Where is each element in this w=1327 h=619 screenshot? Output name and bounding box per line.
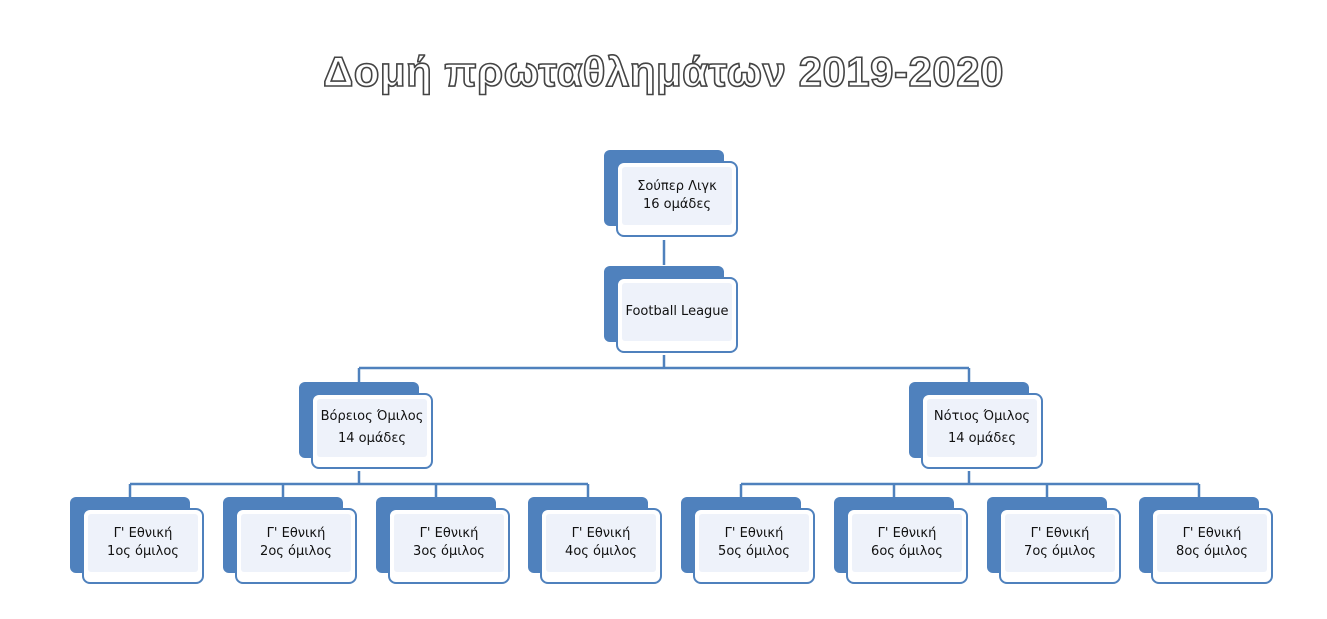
node-group-1-league: Γ' Εθνική [113, 526, 173, 541]
node-group-6-number: 6ος όμιλος [871, 544, 943, 559]
node-label: Γ' Εθνική 8ος όμιλος [1157, 514, 1267, 572]
node-group-8-number: 8ος όμιλος [1176, 544, 1248, 559]
node-box: Γ' Εθνική 3ος όμιλος [388, 508, 510, 584]
node-box: Βόρειος Όμιλος 14 ομάδες [311, 393, 433, 469]
node-group-2-number: 2ος όμιλος [260, 544, 332, 559]
node-label: Γ' Εθνική 6ος όμιλος [852, 514, 962, 572]
node-box: Γ' Εθνική 4ος όμιλος [540, 508, 662, 584]
node-north-teams: 14 ομάδες [337, 431, 407, 446]
node-group-4-number: 4ος όμιλος [565, 544, 637, 559]
node-box: Γ' Εθνική 2ος όμιλος [235, 508, 357, 584]
node-label: Γ' Εθνική 7ος όμιλος [1005, 514, 1115, 572]
node-superleague-name: Σούπερ Λιγκ [637, 179, 717, 194]
node-label: Γ' Εθνική 3ος όμιλος [394, 514, 504, 572]
node-football-league-name: Football League [625, 304, 729, 319]
node-box: Γ' Εθνική 6ος όμιλος [846, 508, 968, 584]
node-box: Γ' Εθνική 8ος όμιλος [1151, 508, 1273, 584]
node-label: Σούπερ Λιγκ 16 ομάδες [622, 167, 732, 225]
node-superleague-teams: 16 ομάδες [642, 197, 712, 212]
node-label: Γ' Εθνική 1ος όμιλος [88, 514, 198, 572]
node-group-3-league: Γ' Εθνική [419, 526, 479, 541]
node-label: Γ' Εθνική 4ος όμιλος [546, 514, 656, 572]
node-group-6-league: Γ' Εθνική [877, 526, 937, 541]
node-label: Βόρειος Όμιλος 14 ομάδες [317, 399, 427, 457]
node-box: Νότιος Όμιλος 14 ομάδες [921, 393, 1043, 469]
node-box: Σούπερ Λιγκ 16 ομάδες [616, 161, 738, 237]
node-box: Γ' Εθνική 7ος όμιλος [999, 508, 1121, 584]
node-box: Γ' Εθνική 1ος όμιλος [82, 508, 204, 584]
node-label: Νότιος Όμιλος 14 ομάδες [927, 399, 1037, 457]
node-group-2-league: Γ' Εθνική [266, 526, 326, 541]
node-group-1-number: 1ος όμιλος [107, 544, 179, 559]
node-south-name: Νότιος Όμιλος [933, 409, 1031, 424]
node-group-4-league: Γ' Εθνική [571, 526, 631, 541]
diagram-title: Δομή πρωταθλημάτων 2019-2020 [322, 47, 1004, 96]
node-group-7-league: Γ' Εθνική [1030, 526, 1090, 541]
node-group-7-number: 7ος όμιλος [1024, 544, 1096, 559]
node-box: Γ' Εθνική 5ος όμιλος [693, 508, 815, 584]
node-group-5-league: Γ' Εθνική [724, 526, 784, 541]
node-north-name: Βόρειος Όμιλος [320, 409, 424, 424]
node-group-5-number: 5ος όμιλος [718, 544, 790, 559]
node-group-3-number: 3ος όμιλος [413, 544, 485, 559]
node-label: Γ' Εθνική 2ος όμιλος [241, 514, 351, 572]
node-group-8-league: Γ' Εθνική [1182, 526, 1242, 541]
node-label: Football League [622, 283, 732, 341]
node-box: Football League [616, 277, 738, 353]
node-south-teams: 14 ομάδες [947, 431, 1017, 446]
node-label: Γ' Εθνική 5ος όμιλος [699, 514, 809, 572]
